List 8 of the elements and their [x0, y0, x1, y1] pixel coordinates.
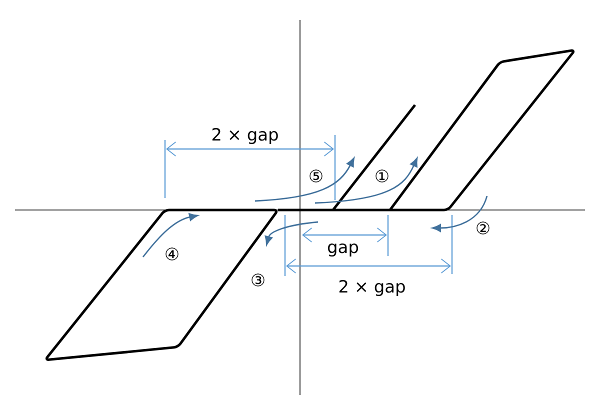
dimension-label: 2 × gap: [212, 128, 278, 144]
callout-number: ③: [252, 274, 264, 286]
dimension-label: gap: [328, 244, 358, 256]
callout-number: ⑤: [310, 170, 322, 182]
callout-number: ①: [376, 170, 388, 182]
dimension-label: 2 × gap: [339, 280, 405, 296]
callout-number: ④: [166, 248, 178, 260]
callout-number: ②: [476, 222, 490, 234]
